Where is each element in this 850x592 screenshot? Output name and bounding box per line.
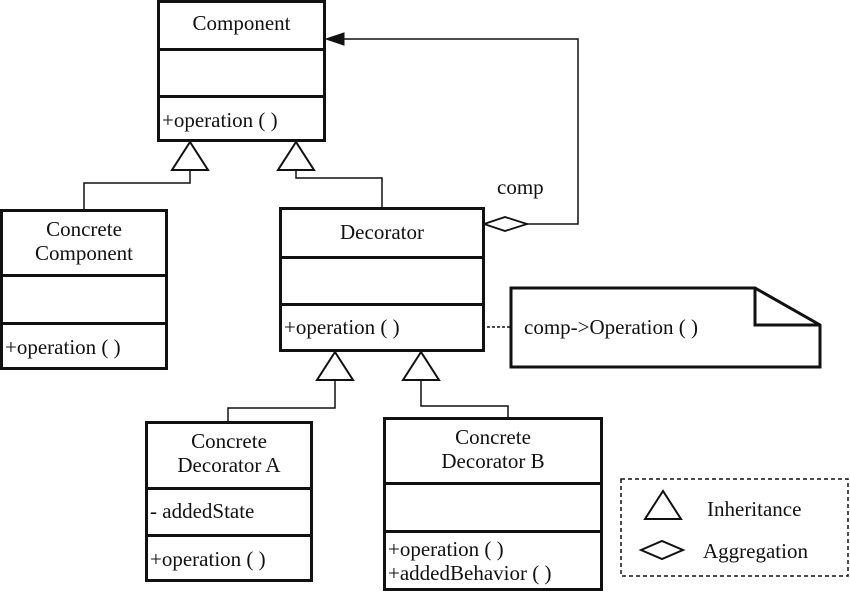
attributes-section: - addedState [148, 487, 310, 534]
operation: +operation ( ) [150, 547, 266, 571]
note-fold-icon [753, 288, 820, 327]
attribute: - addedState [150, 499, 255, 523]
inheritance-triangle-icon [401, 350, 441, 381]
attributes-section [3, 274, 165, 322]
inheritance-triangle-icon [170, 140, 210, 171]
aggregation-line-comp [340, 38, 579, 225]
class-name-section: Concrete Decorator A [148, 424, 310, 487]
class-component[interactable]: Component +operation ( ) [157, 0, 326, 142]
class-name-section: Component [160, 3, 323, 48]
class-name: Component [192, 11, 291, 35]
operation: +operation ( ) [5, 335, 121, 359]
legend-aggregation-diamond-icon [638, 539, 686, 561]
class-name-section: Concrete Decorator B [386, 420, 600, 482]
class-concrete-decorator-b[interactable]: Concrete Decorator B +operation ( ) +add… [383, 417, 603, 591]
class-name-section: Concrete Component [3, 212, 165, 274]
aggregation-role-label: comp [497, 175, 544, 199]
inheritance-triangle-icon [276, 140, 316, 171]
legend-aggregation-label: Aggregation [703, 539, 808, 563]
class-name-line1: Concrete [455, 425, 531, 449]
legend-inheritance-triangle-icon [643, 489, 683, 520]
operation: +operation ( ) [284, 315, 400, 339]
operations-section: +operation ( ) +addedBehavior ( ) [386, 530, 600, 591]
note-shape [509, 286, 822, 369]
note-text: comp->Operation ( ) [524, 315, 698, 339]
class-concrete-component[interactable]: Concrete Component +operation ( ) [0, 209, 168, 370]
legend-border [620, 478, 849, 577]
class-name-line2: Decorator A [177, 453, 281, 477]
inheritance-line-concrete-decorator-b [420, 380, 509, 418]
operation: +addedBehavior ( ) [388, 561, 552, 585]
attributes-section [160, 48, 323, 95]
inheritance-triangle-icon [315, 350, 355, 381]
operation: +operation ( ) [388, 537, 504, 561]
operations-section: +operation ( ) [282, 303, 482, 352]
attributes-section [386, 482, 600, 530]
class-name-line1: Concrete [46, 217, 122, 241]
operation: +operation ( ) [162, 108, 278, 132]
class-name: Decorator [340, 220, 424, 244]
operations-section: +operation ( ) [148, 534, 310, 582]
aggregation-diamond-icon [481, 216, 530, 232]
operations-section: +operation ( ) [3, 322, 165, 370]
legend-inheritance-label: Inheritance [707, 497, 802, 521]
class-name-line2: Decorator B [441, 449, 545, 473]
class-decorator[interactable]: Decorator +operation ( ) [279, 207, 485, 352]
class-name-section: Decorator [282, 210, 482, 256]
operations-section: +operation ( ) [160, 95, 323, 142]
inheritance-line-decorator [295, 170, 383, 208]
class-concrete-decorator-a[interactable]: Concrete Decorator A - addedState +opera… [145, 421, 313, 582]
navigation-arrowhead-icon [324, 32, 345, 46]
inheritance-line-concrete-decorator-a [227, 380, 336, 422]
class-name-line1: Concrete [191, 429, 267, 453]
inheritance-line-concrete-component [83, 170, 191, 210]
class-name-line2: Component [35, 241, 133, 265]
attributes-section [282, 256, 482, 303]
